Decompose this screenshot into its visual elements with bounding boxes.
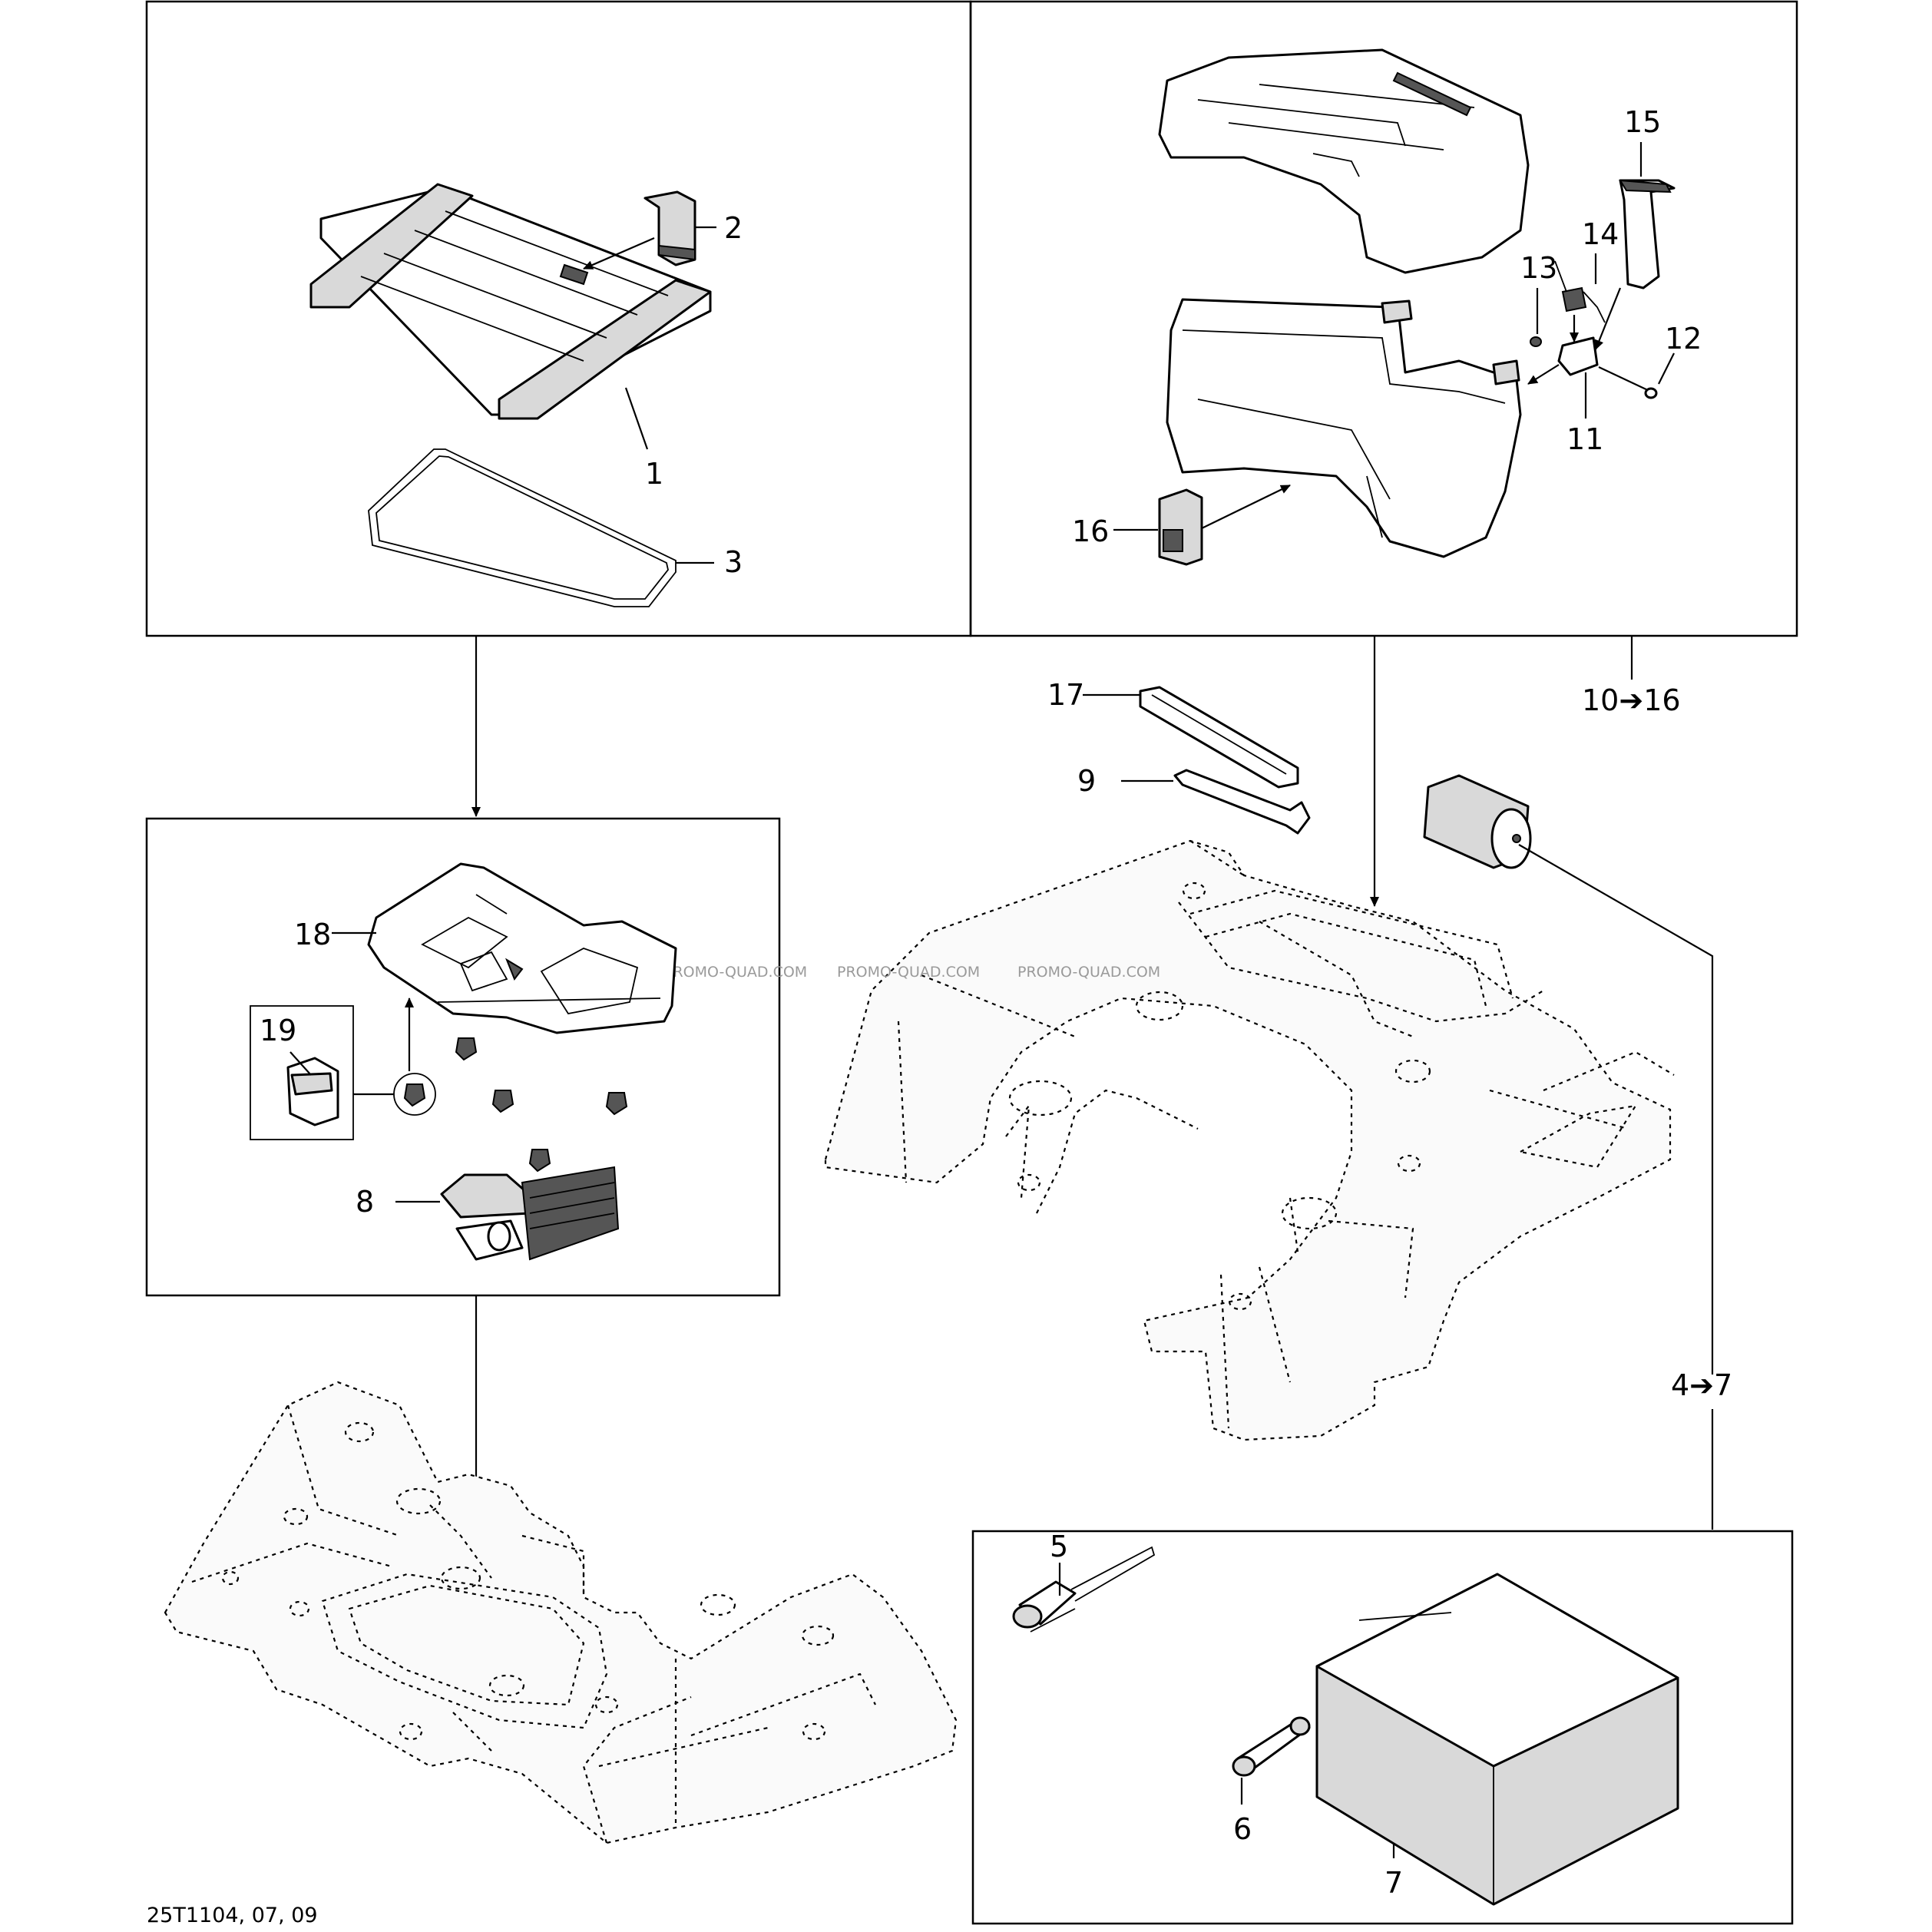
panel-top-right <box>969 0 1798 637</box>
arrow-16-to-box <box>1201 485 1291 529</box>
callout-1: 1 <box>645 457 663 491</box>
arrow-15-to-hinge <box>1594 287 1622 350</box>
part-15-strap <box>1619 179 1676 289</box>
watermark-1: PROMO-QUAD.COM <box>664 964 807 981</box>
callout-9: 9 <box>1077 764 1096 798</box>
part-6-socket-bar <box>1232 1716 1311 1777</box>
callout-3: 3 <box>724 545 743 579</box>
push-fasteners <box>393 1037 628 1173</box>
arrow-2-to-rack <box>583 237 655 270</box>
callout-15: 15 <box>1624 105 1661 139</box>
range-10-16: 10➔16 <box>1582 683 1681 717</box>
callout-17: 17 <box>1047 678 1084 712</box>
part-4-tool-pouch-flat <box>1315 1573 1679 1906</box>
part-2-clip <box>643 190 696 266</box>
callout-5: 5 <box>1050 1530 1068 1563</box>
rear-fender-right-outline <box>824 839 1675 1441</box>
part-17-bar <box>1139 686 1299 789</box>
part-18-rack-plate <box>367 862 677 1034</box>
front-fender-left-outline <box>164 1381 958 1844</box>
callout-14: 14 <box>1582 217 1619 251</box>
part-1-rear-rack <box>309 183 712 420</box>
part-10-box-lid <box>1158 48 1530 274</box>
watermark-3: PROMO-QUAD.COM <box>1017 964 1160 981</box>
callout-7: 7 <box>1384 1866 1403 1900</box>
part-4-tool-pouch <box>1423 774 1532 869</box>
part-16-latch <box>1158 488 1203 566</box>
range-4-7: 4➔7 <box>1671 1368 1732 1402</box>
callout-2: 2 <box>724 211 743 245</box>
callout-6: 6 <box>1233 1812 1252 1846</box>
part-8-latch <box>440 1166 620 1261</box>
leader-1 <box>624 387 649 450</box>
callout-13: 13 <box>1520 251 1557 285</box>
callout-18: 18 <box>294 918 331 951</box>
panel-bottom-right <box>971 1530 1794 1925</box>
part-3-gasket <box>368 448 677 607</box>
leader-19 <box>289 1051 312 1076</box>
part-10-box-body <box>1166 298 1522 558</box>
part-19-inset-frame <box>250 1005 354 1140</box>
arrow-hinge-to-box <box>1527 364 1560 385</box>
drawing-code: 25T1104, 07, 09 <box>147 1904 318 1927</box>
callout-8: 8 <box>356 1185 374 1219</box>
callout-11: 11 <box>1566 422 1603 456</box>
part-13-washer <box>1530 336 1542 347</box>
part-14-spring <box>1554 260 1606 323</box>
part-12-pin <box>1598 366 1658 399</box>
part-11-hinge <box>1557 336 1599 376</box>
watermark-2: PROMO-QUAD.COM <box>837 964 980 981</box>
leader-12 <box>1658 352 1675 385</box>
panel-mid-left <box>145 817 781 1297</box>
callout-16: 16 <box>1072 514 1109 548</box>
leader-4-7 <box>1518 844 1714 1375</box>
part-19-clip <box>286 1057 339 1126</box>
callout-12: 12 <box>1665 322 1702 356</box>
part-9-wrench <box>1173 769 1311 835</box>
callout-19: 19 <box>260 1014 296 1047</box>
part-5-screwdriver <box>1012 1546 1156 1633</box>
